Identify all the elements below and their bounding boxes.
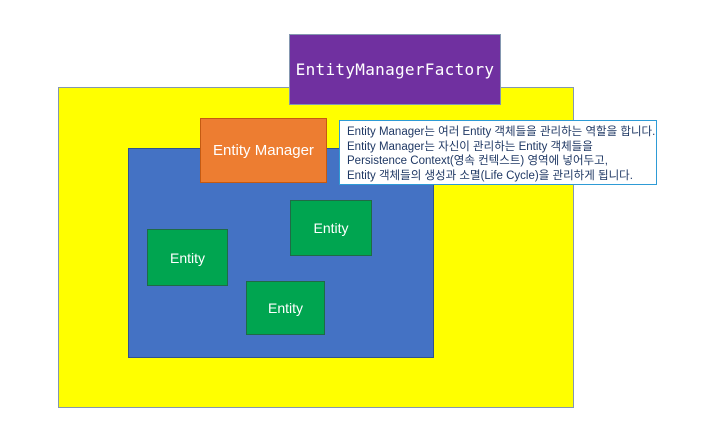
entity-box: Entity	[147, 229, 228, 286]
entity-box: Entity	[246, 281, 325, 335]
entity-box-label: Entity	[267, 300, 303, 316]
entity-manager-label: Entity Manager	[213, 142, 314, 159]
entity-box-label: Entity	[169, 249, 205, 266]
entity-box-label: Entity	[313, 220, 349, 236]
entity-manager-factory-label: EntityManagerFactory	[295, 60, 495, 79]
annotation-line-3: Persistence Context(영속 컨텍스트) 영역에 넣어두고,	[347, 155, 608, 168]
annotation-line-1: Entity Manager는 여러 Entity 객체들을 관리하는 역할을 …	[347, 126, 656, 138]
entity-manager-factory-box: EntityManagerFactory	[289, 34, 501, 105]
entity-box: Entity	[290, 200, 372, 256]
annotation-line-2: Entity Manager는 자신이 관리하는 Entity 객체들을	[347, 140, 593, 153]
annotation-callout: Entity Manager는 여러 Entity 객체들을 관리하는 역할을 …	[339, 120, 657, 185]
annotation-line-4: Entity 객체들의 생성과 소멸(Life Cycle)을 관리하게 됩니다…	[347, 169, 633, 182]
entity-manager-box: Entity Manager	[200, 118, 327, 183]
